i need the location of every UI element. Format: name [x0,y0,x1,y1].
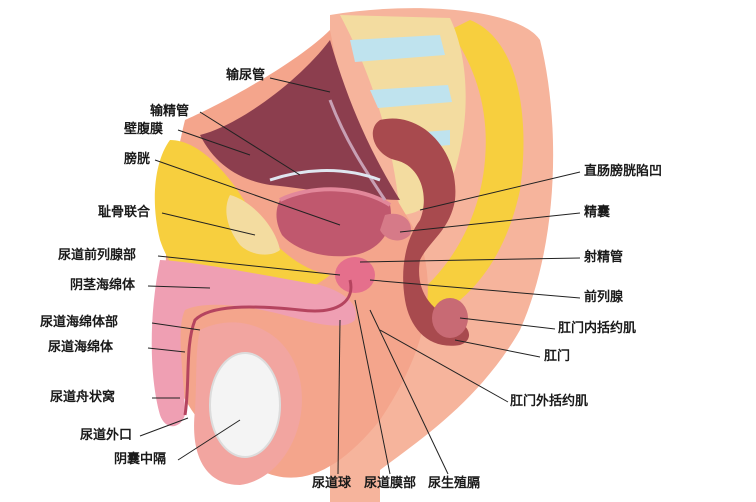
vertebral-discs [350,35,452,150]
label-external-urethral-orifice: 尿道外口 [80,428,133,443]
label-seminal-vesicle: 精囊 [584,205,611,220]
label-prostate: 前列腺 [584,290,624,305]
label-bladder: 膀胱 [124,152,151,167]
pubic-bone [226,195,280,255]
label-urethral-bulb: 尿道球 [312,476,352,491]
leader-lines [139,77,581,475]
abdominal-cavity [200,40,400,200]
posterior-fat [410,20,524,320]
vas-deferens-line [269,169,381,182]
label-corpus-spongiosum: 尿道海绵体 [48,340,114,355]
label-vas-deferens: 输精管 [150,104,190,119]
label-internal-anal-sphincter: 肛门内括约肌 [558,321,637,336]
label-prostatic-urethra: 尿道前列腺部 [58,248,137,263]
bladder-wall [279,187,392,207]
anal-sphincter [432,298,468,338]
label-urogenital-diaphragm: 尿生殖膈 [428,476,481,491]
testis [209,352,281,458]
label-membranous-urethra: 尿道膜部 [364,476,417,491]
label-spongy-urethra: 尿道海绵体部 [40,315,119,330]
label-ureter: 输尿管 [226,68,266,83]
prostate-gland [335,257,375,293]
urethra [183,279,353,416]
label-navicular-fossa: 尿道舟状窝 [50,390,116,405]
penis [151,260,356,427]
label-ejaculatory-duct: 射精管 [584,250,624,265]
label-corpus-cavernosum: 阴茎海绵体 [70,278,136,293]
seminal-vesicle [380,213,411,241]
label-rectovesical-pouch: 直肠膀胱陷凹 [584,164,663,179]
ureter-line [328,99,387,201]
label-peritoneum: 壁腹膜 [124,122,164,137]
label-scrotal-septum: 阴囊中隔 [114,452,167,467]
label-pubic-symphysis: 耻骨联合 [98,205,151,220]
label-external-anal-sphincter: 肛门外括约肌 [510,394,589,409]
rectum [372,118,470,346]
label-anus: 肛门 [544,349,571,364]
